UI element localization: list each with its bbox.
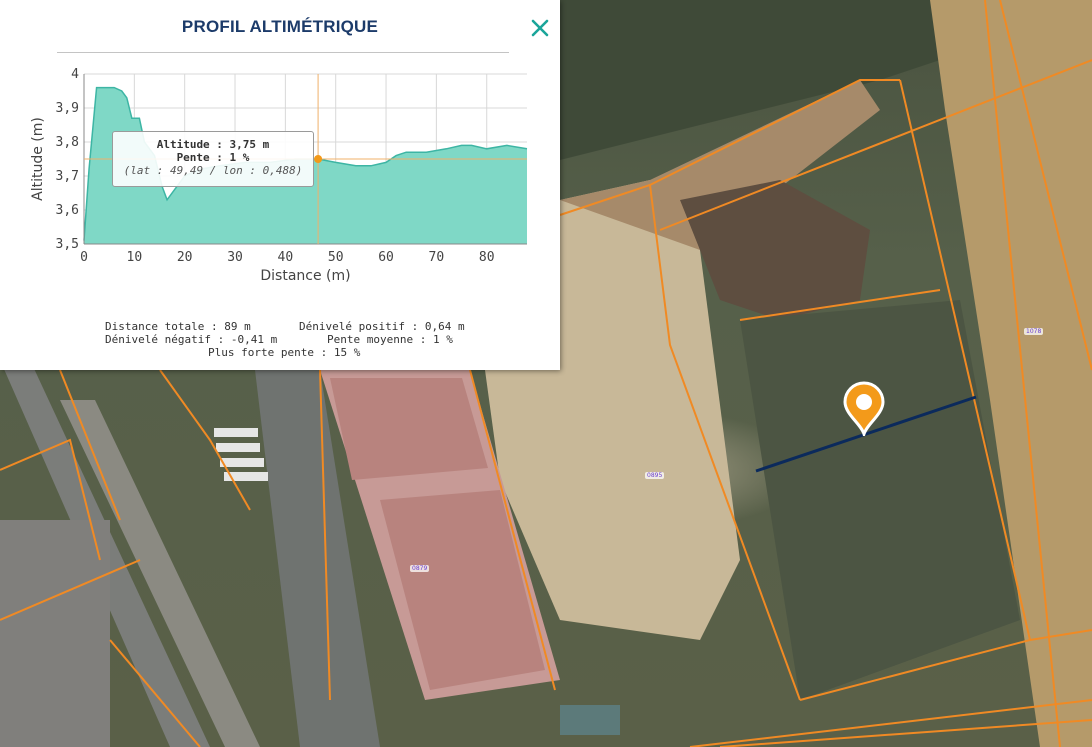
- stat-denivele-positif: Dénivelé positif : 0,64 m: [299, 320, 465, 333]
- x-tick-label: 40: [278, 250, 294, 265]
- close-x-icon[interactable]: [528, 16, 552, 40]
- stat-denivele-negatif: Dénivelé négatif : -0,41 m: [105, 333, 278, 346]
- warehouse-roof-section: [330, 378, 488, 480]
- stat-pente-moyenne: Pente moyenne : 1 %: [327, 333, 453, 346]
- excavation: [680, 180, 870, 320]
- stat-plus-forte-pente: Plus forte pente : 15 %: [208, 346, 361, 359]
- parcel-label: 1078: [1024, 328, 1044, 335]
- profile-track-line[interactable]: [755, 395, 977, 473]
- x-tick-label: 10: [127, 250, 143, 265]
- y-axis-title: Altitude (m): [30, 117, 46, 201]
- chart-tooltip: Altitude : 3,75 m Pente : 1 % (lat : 49,…: [112, 131, 314, 187]
- tooltip-altitude: Altitude : 3,75 m: [156, 138, 270, 151]
- y-tick-label: 3,8: [56, 135, 79, 150]
- x-tick-label: 50: [328, 250, 344, 265]
- road: [60, 400, 260, 747]
- y-tick-label: 3,6: [56, 203, 79, 218]
- trucks: [214, 428, 268, 481]
- x-axis-title: Distance (m): [260, 268, 350, 284]
- panel-divider: [57, 52, 509, 53]
- stat-distance-totale: Distance totale : 89 m: [105, 320, 251, 333]
- cursor-point: [314, 155, 323, 163]
- parking-lot: [255, 370, 380, 747]
- panel-title: PROFIL ALTIMÉTRIQUE: [181, 17, 379, 36]
- x-tick-label: 60: [378, 250, 394, 265]
- wheat-field: [930, 0, 1092, 747]
- warehouse-roof-section: [380, 490, 545, 690]
- location-pin-icon[interactable]: [841, 380, 887, 436]
- x-tick-label: 30: [227, 250, 243, 265]
- plot-field: [740, 300, 1020, 700]
- tooltip-pente: Pente : 1 %: [176, 151, 250, 164]
- y-tick-label: 3,5: [56, 237, 79, 252]
- parcel-label: 0895: [645, 472, 665, 479]
- parcel-label: 0879: [410, 565, 430, 572]
- x-tick-label: 0: [80, 250, 88, 265]
- x-tick-label: 80: [479, 250, 495, 265]
- tooltip-coords: (lat : 49,49 / lon : 0,488): [123, 164, 303, 177]
- x-tick-label: 70: [429, 250, 445, 265]
- parking-lot: [0, 520, 110, 747]
- small-building: [560, 705, 620, 735]
- y-tick-label: 4: [71, 67, 79, 82]
- earthworks: [560, 80, 880, 250]
- y-tick-label: 3,9: [56, 101, 79, 116]
- x-tick-label: 20: [177, 250, 193, 265]
- elevation-profile-panel: PROFIL ALTIMÉTRIQUE 0 10 20 30 40 50 60 70 80 3,5…: [0, 0, 560, 370]
- y-tick-label: 3,7: [56, 169, 79, 184]
